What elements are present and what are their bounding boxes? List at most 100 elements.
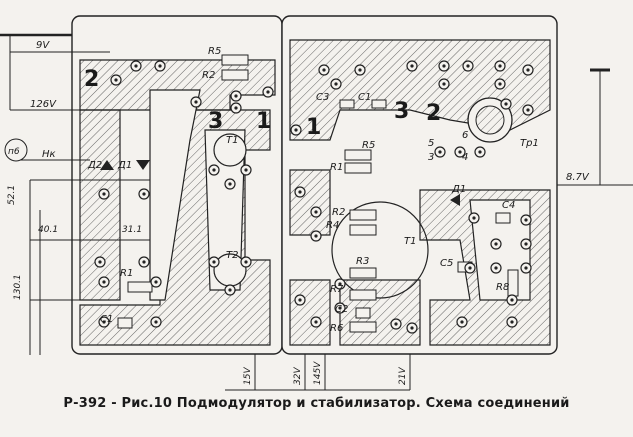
resistor (127, 281, 153, 293)
capacitor (355, 307, 371, 319)
pad-hole (244, 168, 248, 172)
contact-number: 6 (462, 130, 468, 141)
pad-hole (526, 108, 530, 112)
resistor (349, 321, 377, 333)
component-label: R1 (120, 268, 133, 279)
component-label: R6 (330, 323, 343, 334)
diode-symbol (450, 194, 460, 206)
pad-hole (102, 320, 106, 324)
resistor (349, 224, 377, 236)
pad-hole (478, 150, 482, 154)
pad-hole (298, 298, 302, 302)
component-label: R8 (496, 282, 509, 293)
component-label: R2 (202, 70, 215, 81)
component-label: R3 (356, 256, 369, 267)
component-label: R5 (362, 140, 375, 151)
component-label: C2 (335, 304, 348, 315)
pad-hole (158, 64, 162, 68)
figure-caption: Р-392 - Рис.10 Подмодулятор и стабилизат… (63, 396, 570, 411)
contact-number: 4 (462, 152, 468, 163)
pad-hole (154, 280, 158, 284)
pad-hole (494, 266, 498, 270)
component-label: R7 (330, 284, 344, 295)
component-label: R4 (326, 220, 339, 231)
label-nk: Нк (42, 149, 56, 160)
labels: 9V 126V п6 Нк 52.1 40.1 31.1 130.1 8.7V … (4, 40, 590, 385)
pad-hole (228, 182, 232, 186)
pad-hole (410, 64, 414, 68)
pad-hole (338, 282, 342, 286)
component-label: R2 (332, 207, 345, 218)
pad-hole (472, 216, 476, 220)
pad-hole (314, 320, 318, 324)
label-15v: 15V (243, 367, 253, 385)
pad-hole (466, 64, 470, 68)
pad-hole (314, 234, 318, 238)
resistor (349, 267, 377, 279)
pad-hole (338, 306, 342, 310)
pad-hole (322, 68, 326, 72)
contact-number: 1 (256, 109, 271, 134)
pad-hole (410, 326, 414, 330)
pad-hole (298, 190, 302, 194)
component-label: C3 (316, 92, 329, 103)
pad-hole (498, 64, 502, 68)
label-31-1: 31.1 (122, 225, 142, 235)
pad-hole (134, 64, 138, 68)
contact-number: 2 (426, 101, 441, 126)
component-label: T2 (226, 250, 238, 261)
diode-symbol (136, 160, 150, 170)
resistor (349, 289, 377, 301)
label-130-1: 130.1 (13, 274, 23, 300)
component-label: Т1 (404, 236, 416, 247)
solder-pads (94, 60, 534, 334)
pad-hole (442, 82, 446, 86)
contact-number: 5 (428, 138, 434, 149)
label-145v: 145V (313, 361, 323, 385)
pad-hole (458, 150, 462, 154)
resistor (349, 209, 377, 221)
resistor (344, 149, 372, 161)
component-label: Тр1 (520, 138, 539, 149)
resistor (221, 69, 249, 81)
contact-number: 3 (428, 152, 434, 163)
pad-hole (244, 260, 248, 264)
capacitor (117, 317, 133, 329)
diode-symbol (100, 160, 114, 170)
pad-hole (510, 320, 514, 324)
pad-hole (524, 242, 528, 246)
pad-hole (194, 100, 198, 104)
label-p6: п6 (8, 147, 20, 157)
pad-hole (212, 168, 216, 172)
pad-hole (524, 266, 528, 270)
pad-hole (142, 260, 146, 264)
pad-hole (294, 128, 298, 132)
transistor-outline (331, 201, 429, 299)
pad-hole (114, 78, 118, 82)
pad-hole (524, 218, 528, 222)
resistor (507, 269, 519, 297)
contact-number: 3 (394, 99, 409, 124)
label-126v: 126V (30, 99, 57, 110)
label-9v: 9V (36, 40, 50, 51)
component-label: Д1 (451, 184, 466, 195)
component-label: C1 (358, 92, 371, 103)
pad-hole (494, 242, 498, 246)
component-label: Д2 (87, 160, 102, 171)
pad-hole (234, 106, 238, 110)
pad-hole (526, 68, 530, 72)
resistor (221, 54, 249, 66)
label-40-1: 40.1 (38, 225, 58, 235)
pad-hole (102, 192, 106, 196)
component-label: Д1 (117, 160, 132, 171)
contact-number: 3 (208, 109, 223, 134)
transformer-core (475, 105, 505, 135)
pad-hole (154, 320, 158, 324)
contact-number: 2 (84, 67, 99, 92)
pad-hole (334, 82, 338, 86)
left-board-component-labels: Д2 Д1 R5 R2 T1 T2 R1 C1 2 3 1 (84, 46, 271, 325)
component-label: C5 (440, 258, 453, 269)
label-32v: 32V (293, 367, 303, 385)
